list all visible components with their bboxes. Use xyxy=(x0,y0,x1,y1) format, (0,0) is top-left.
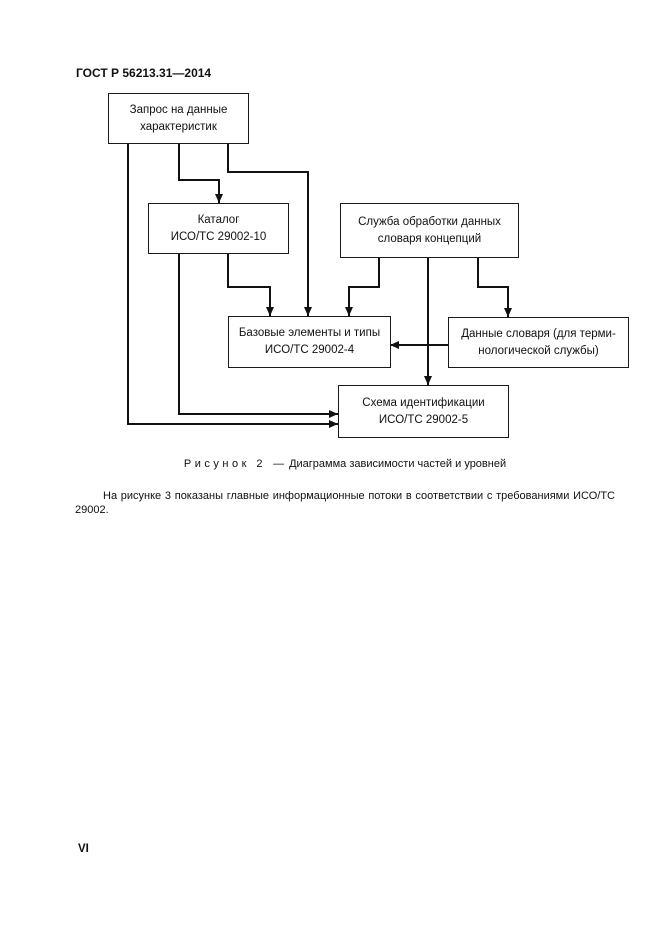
node-request-line1: Запрос на данные xyxy=(129,103,228,116)
edge-catalog-to-elements xyxy=(227,253,274,316)
node-scheme-line1: Схема идентификации xyxy=(362,396,485,409)
node-elements-box: Базовые элементы и типы ИСО/ТС 29002-4 xyxy=(228,316,391,368)
figure-caption-separator: — xyxy=(273,458,285,470)
node-catalog-line2: ИСО/ТС 29002-10 xyxy=(170,230,267,243)
body-paragraph: На рисунке 3 показаны главные информацио… xyxy=(75,490,615,516)
edge-service-to-dictionary xyxy=(477,257,512,317)
figure-2-diagram: Запрос на данные характеристик Каталог И… xyxy=(0,0,661,460)
node-catalog-line1: Каталог xyxy=(197,213,240,226)
node-request-line2: характеристик xyxy=(140,120,217,133)
figure-caption: Рисунок 2 — Диаграмма зависимости частей и… xyxy=(75,458,615,470)
edge-request-to-scheme xyxy=(127,143,338,428)
node-service-line2: словаря концепций xyxy=(377,232,482,245)
document-header-title: ГОСТ Р 56213.31—2014 xyxy=(76,66,212,80)
node-elements-line2: ИСО/ТС 29002-4 xyxy=(264,344,355,356)
page-number: VI xyxy=(78,843,89,855)
edge-request-to-elements xyxy=(227,143,312,316)
figure-caption-text: Диаграмма зависимости частей и уровней xyxy=(289,458,507,470)
node-scheme-box: Схема идентификации ИСО/ТС 29002-5 xyxy=(338,385,509,438)
node-service-box: Служба обработки данных словаря концепци… xyxy=(340,203,519,258)
node-catalog-box: Каталог ИСО/ТС 29002-10 xyxy=(148,203,289,254)
diagram-connectors xyxy=(127,143,512,428)
node-dictionary-line1: Данные словаря (для терми- xyxy=(461,327,616,340)
node-request-box: Запрос на данные характеристик xyxy=(108,93,249,144)
node-dictionary-box: Данные словаря (для терми- нологической … xyxy=(448,317,629,368)
edge-request-to-catalog xyxy=(178,143,223,203)
edge-catalog-to-scheme xyxy=(178,253,338,418)
node-service-line1: Служба обработки данных xyxy=(358,215,501,228)
figure-caption-label: Рисунок 2 xyxy=(183,458,267,470)
node-dictionary-line2: нологической службы) xyxy=(478,344,599,357)
edge-service-to-elements xyxy=(345,257,380,316)
node-elements-line1: Базовые элементы и типы xyxy=(238,327,381,339)
node-scheme-line2: ИСО/ТС 29002-5 xyxy=(378,413,469,426)
